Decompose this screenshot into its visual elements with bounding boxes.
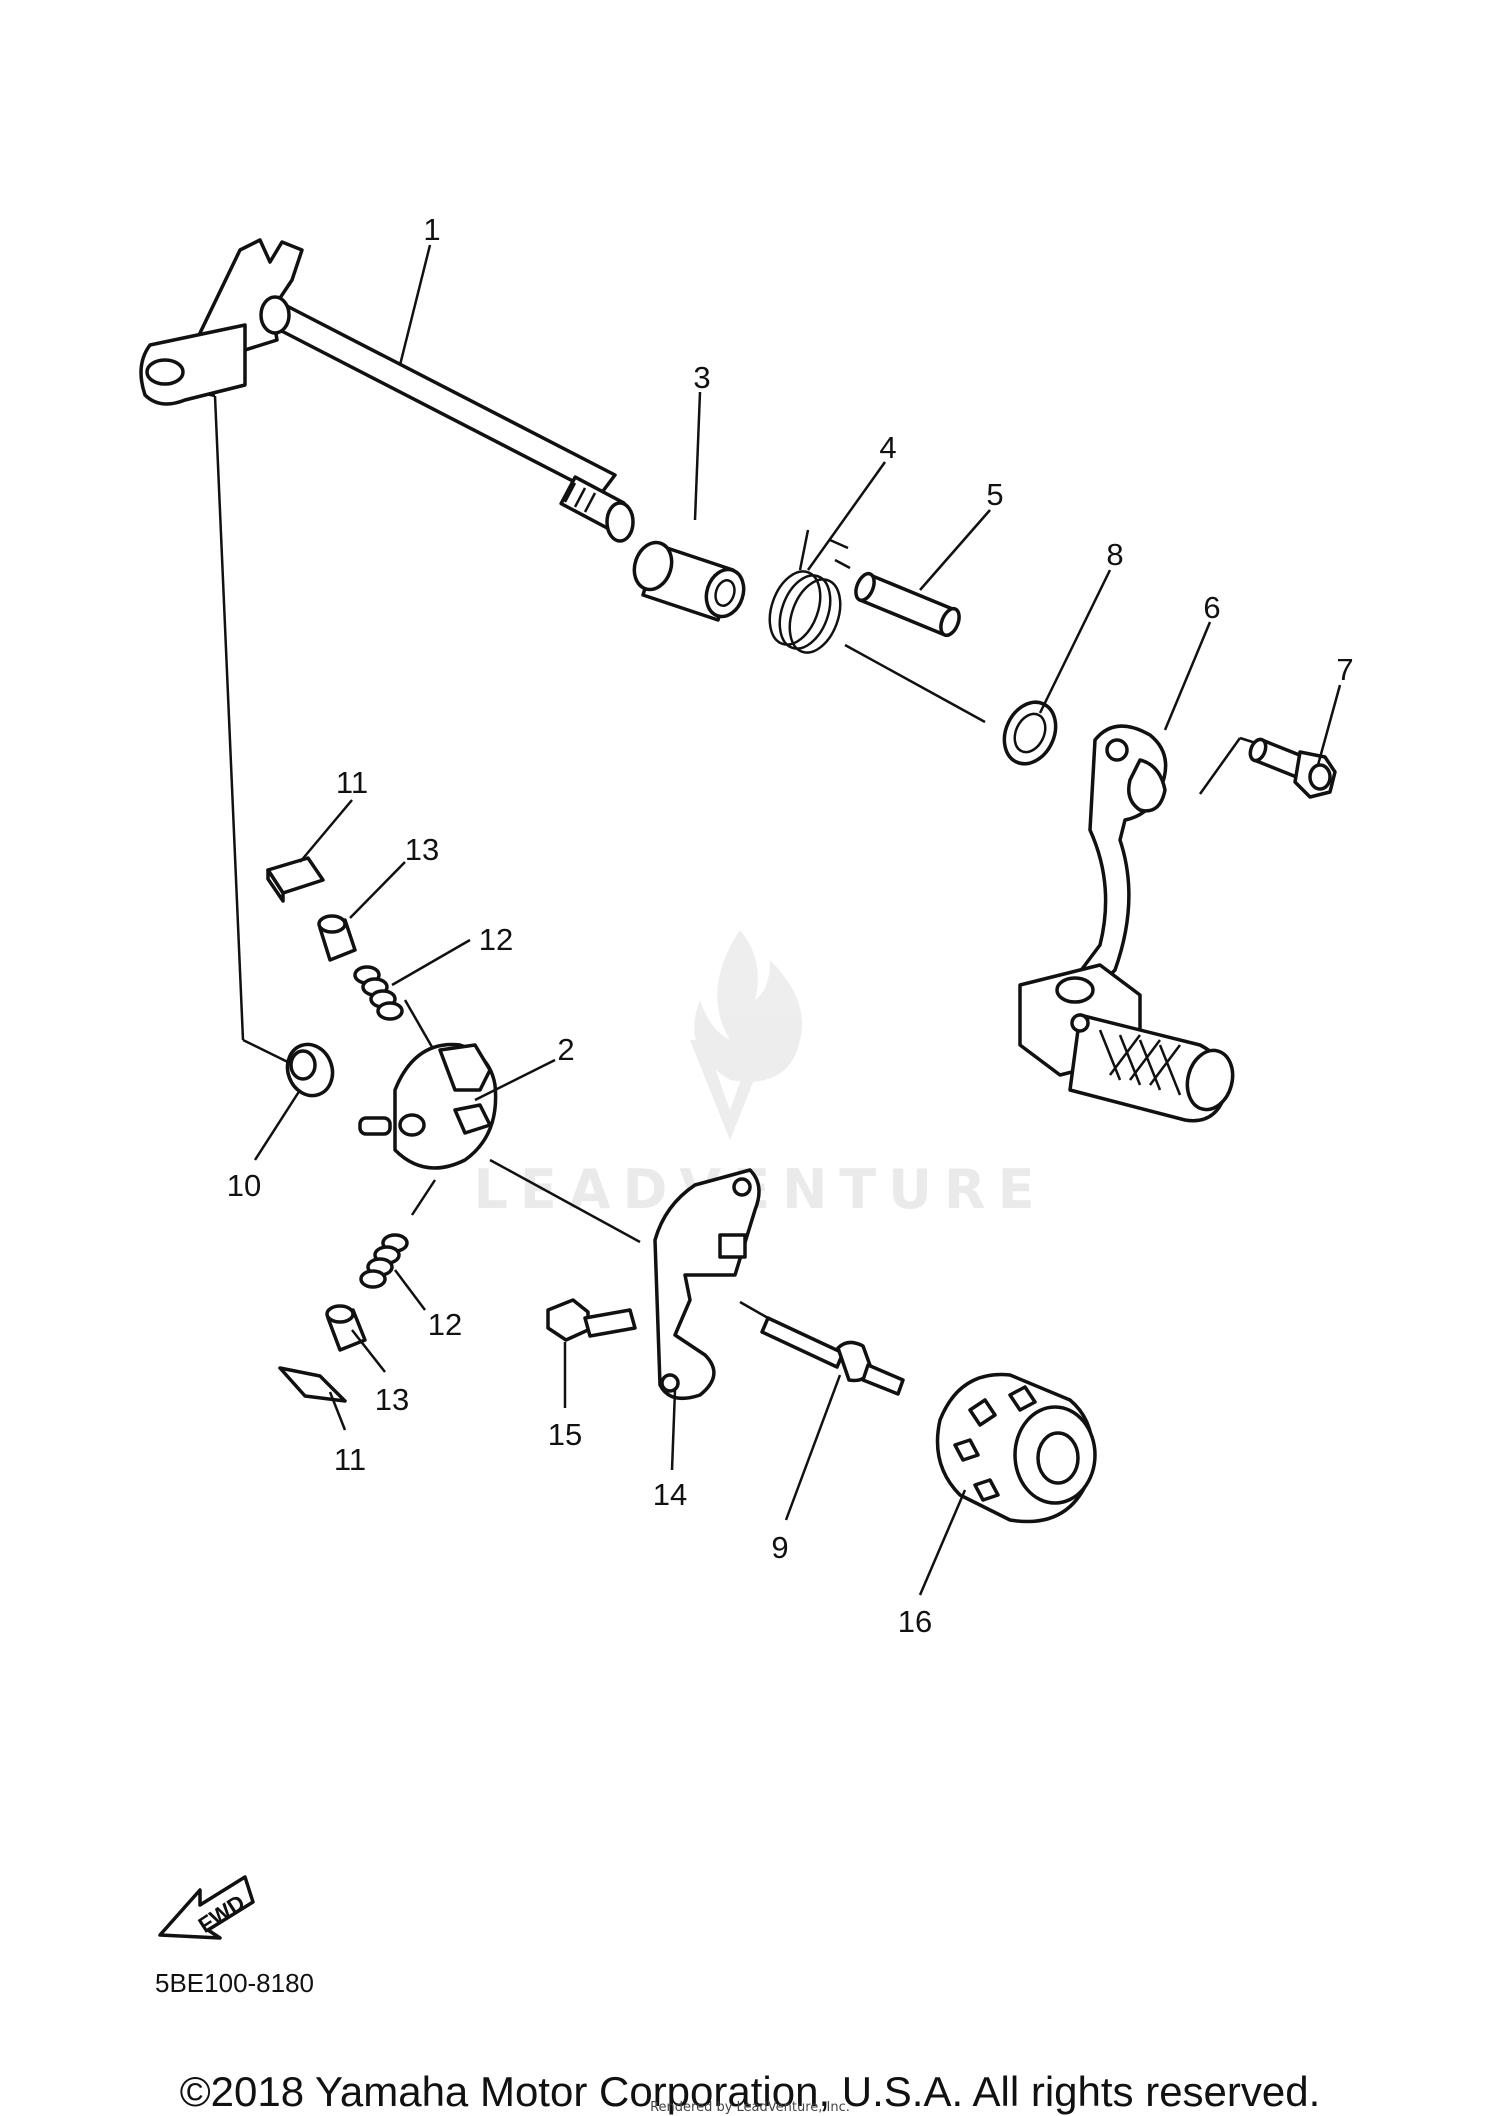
part-segment	[935, 1372, 1097, 1524]
part-bolt-15	[546, 1298, 637, 1342]
part-plate-11-upper	[266, 856, 325, 903]
fwd-arrow: FWD	[158, 1875, 255, 1940]
part-shift-pedal	[1018, 724, 1235, 1123]
leadventure-watermark: LEADVENTURE	[474, 930, 1034, 1221]
callouts: 1 2 3 4 5 6 7 8 9 10 11 12 13 14 15 16 1…	[227, 212, 1354, 1639]
part-shift-shaft	[139, 238, 635, 543]
callout-2: 2	[557, 1032, 574, 1067]
callout-6: 6	[1203, 590, 1220, 625]
part-spring-12-upper	[353, 965, 404, 1021]
part-oil-seal	[1002, 700, 1058, 766]
callout-12-lower: 12	[428, 1307, 462, 1342]
callout-12-upper: 12	[479, 922, 513, 957]
callout-4: 4	[879, 430, 896, 465]
part-stopper-plate	[653, 1168, 761, 1401]
callout-15: 15	[548, 1417, 582, 1452]
callout-11-lower: 11	[334, 1442, 366, 1477]
callout-8: 8	[1106, 537, 1123, 572]
rendered-by-notice: Rendered by LeadVenture, Inc.	[650, 2100, 850, 2115]
part-plate-11-lower	[278, 1366, 347, 1403]
callout-16: 16	[898, 1604, 932, 1639]
callout-5: 5	[986, 477, 1003, 512]
callout-1: 1	[423, 212, 440, 247]
copyright-notice: ©2018 Yamaha Motor Corporation, U.S.A. A…	[179, 2068, 1321, 2115]
part-pin-13-lower	[325, 1304, 367, 1352]
leader-lines	[253, 244, 1342, 1596]
part-bolt-7	[1248, 737, 1337, 799]
part-torsion-spring	[768, 529, 851, 654]
part-pin-13-upper	[317, 914, 357, 962]
callout-14: 14	[653, 1477, 687, 1512]
part-shift-lever	[358, 1042, 498, 1170]
part-bolt-9	[760, 1316, 905, 1396]
callout-10: 10	[227, 1168, 261, 1203]
callout-7: 7	[1336, 652, 1353, 687]
part-pin	[854, 571, 961, 638]
callout-13-lower: 13	[375, 1382, 409, 1417]
callout-13-upper: 13	[405, 832, 439, 867]
diagram-code: 5BE100-8180	[155, 1968, 314, 1998]
part-collar	[632, 540, 746, 622]
part-spring-12-lower	[359, 1233, 409, 1289]
callout-11-upper: 11	[336, 765, 368, 800]
callout-9: 9	[771, 1530, 788, 1565]
callout-3: 3	[693, 360, 710, 395]
part-washer-10	[285, 1042, 335, 1098]
